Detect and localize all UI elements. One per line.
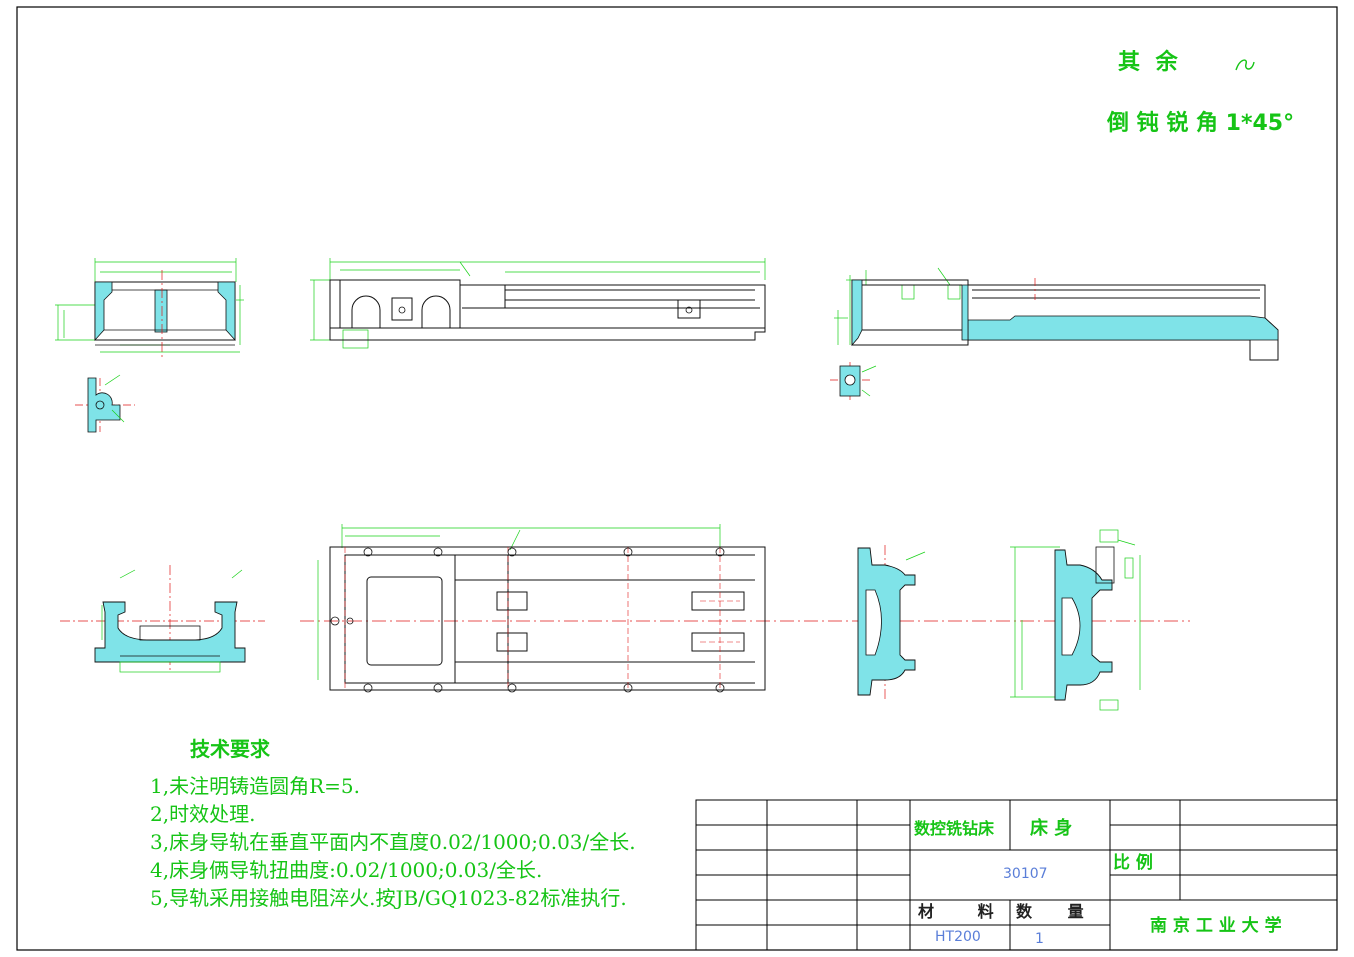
front-elevation-view xyxy=(310,258,766,349)
organization-name: 南 京 工 业 大 学 xyxy=(1150,916,1282,936)
machine-name: 数控铣钻床 xyxy=(914,819,995,838)
quantity-label: 数 量 xyxy=(1016,902,1084,921)
part-name: 床 身 xyxy=(1030,818,1073,839)
requirement-item: 5,导轨采用接触电阻淬火.按JB/GQ1023-82标准执行. xyxy=(150,886,627,910)
material-value: HT200 xyxy=(935,929,981,945)
detail-section-small-right xyxy=(830,362,877,400)
material-label: 材 料 xyxy=(918,902,994,921)
requirement-item: 1,未注明铸造圆角R=5. xyxy=(150,774,360,798)
column-section-view-dimensioned xyxy=(1010,529,1141,711)
plan-view xyxy=(300,524,1190,693)
surface-roughness-label: 其 余 xyxy=(1118,50,1182,75)
drawing-number: 30107 xyxy=(1003,866,1048,882)
requirement-item: 2,时效处理. xyxy=(150,802,256,826)
chamfer-note: 倒 钝 锐 角 1*45° xyxy=(1107,111,1295,136)
detail-section-small-left xyxy=(75,374,135,433)
scale-label: 比 例 xyxy=(1113,853,1153,873)
quantity-value: 1 xyxy=(1035,931,1044,947)
column-section-view xyxy=(857,545,926,700)
title-block-grid xyxy=(695,799,1338,951)
cross-section-view-left xyxy=(60,565,265,673)
end-section-view-left xyxy=(55,258,244,358)
requirement-item: 4,床身俩导轨扭曲度:0.02/1000;0.03/全长. xyxy=(150,858,543,882)
drawing-frame xyxy=(16,6,1338,951)
surface-roughness-symbol xyxy=(1235,59,1255,71)
technical-requirements-heading: 技术要求 xyxy=(190,737,270,761)
requirement-item: 3,床身导轨在垂直平面内不直度0.02/1000;0.03/全长. xyxy=(150,830,636,854)
side-section-view xyxy=(834,267,1279,361)
